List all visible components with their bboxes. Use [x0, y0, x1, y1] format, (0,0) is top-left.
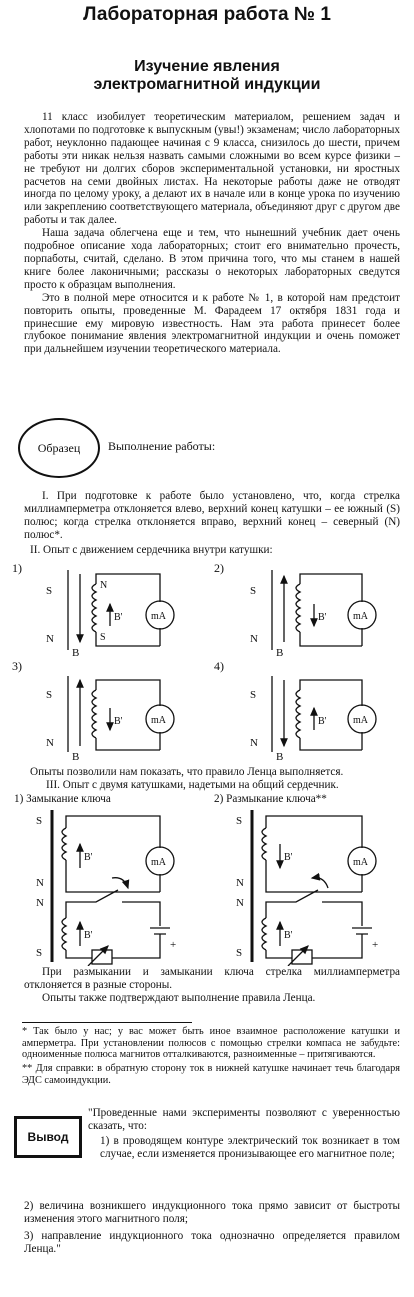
diagram-1: 1) S N B N S mA B'	[12, 561, 175, 659]
svg-text:B': B'	[114, 612, 123, 623]
intro-text: 11 класс изобилует теоретическим материа…	[24, 111, 400, 356]
svg-text:+: +	[170, 939, 176, 951]
conclusion-quote: "Проведенные нами эксперименты позволяют…	[88, 1107, 400, 1132]
close-key-circuit: S N N S mA B' B' +	[36, 810, 176, 966]
conclusion-item-3: 3) направление индукционного тока однозн…	[24, 1230, 400, 1255]
svg-text:S: S	[46, 689, 52, 701]
svg-text:mA: mA	[353, 857, 369, 868]
page-title: Лабораторная работа № 1	[83, 4, 331, 25]
diagram-4: 4) S N B mA B'	[214, 659, 377, 763]
step2-conclusion: Опыты позволили нам показать, что правил…	[30, 766, 344, 778]
svg-text:+: +	[372, 939, 378, 951]
svg-text:B': B'	[318, 612, 327, 623]
footnote-2: ** Для справки: в обратную сторону ток в…	[22, 1063, 400, 1086]
sample-label: Образец	[37, 440, 81, 455]
svg-text:B': B'	[318, 716, 327, 727]
step3-results: При размыкании и замыкании ключа стрелка…	[24, 966, 400, 1005]
intro-paragraph-3: Это в полной мере относится и к работе №…	[24, 291, 400, 356]
svg-text:S: S	[236, 947, 242, 959]
conclusion-item-2: 2) величина возникшего индукционного ток…	[24, 1200, 400, 1225]
svg-text:B: B	[72, 751, 79, 763]
svg-text:3): 3)	[12, 659, 22, 673]
sample-oval: Образец	[18, 418, 100, 478]
svg-text:B': B'	[284, 930, 293, 941]
svg-text:S: S	[100, 632, 106, 643]
diagram-3: 3) S N B mA B'	[12, 659, 175, 763]
close-key-label: 1) Замыкание ключа	[14, 793, 111, 805]
step1-text: I. При подготовке к работе было установл…	[24, 490, 400, 542]
svg-text:B': B'	[284, 852, 293, 863]
svg-text:N: N	[46, 737, 54, 749]
svg-text:S: S	[250, 689, 256, 701]
step3-result-2: Опыты также подтверждают выполнение прав…	[42, 991, 316, 1004]
conclusion-label: Вывод	[27, 1130, 69, 1144]
svg-text:B': B'	[84, 930, 93, 941]
svg-text:N: N	[250, 633, 258, 645]
conclusion-box: Вывод	[14, 1116, 82, 1158]
svg-text:B: B	[72, 647, 79, 659]
conclusion-item-1: 1) в проводящем контуре электрический то…	[100, 1135, 400, 1160]
svg-text:B': B'	[114, 716, 123, 727]
footnote-divider	[22, 1022, 192, 1023]
diagram-number: 1)	[12, 561, 22, 575]
svg-text:N: N	[236, 877, 244, 889]
svg-text:mA: mA	[353, 611, 369, 622]
footnote-1: * Так было у нас; у вас может быть иное …	[22, 1026, 400, 1061]
svg-text:S: S	[46, 585, 52, 597]
intro-paragraph-2: Наша задача облегчена еще и тем, что нын…	[24, 227, 400, 291]
svg-text:N: N	[250, 737, 258, 749]
open-key-label: 2) Размыкание ключа**	[214, 793, 327, 805]
coil-experiments-diagram: 1) S N B N S mA B' 2) S N B mA B'	[12, 561, 377, 763]
svg-text:4): 4)	[214, 659, 224, 673]
svg-text:B: B	[276, 751, 283, 763]
svg-text:2): 2)	[214, 561, 224, 575]
page-subtitle: Изучение явления электромагнитной индукц…	[93, 58, 321, 93]
svg-text:S: S	[36, 947, 42, 959]
open-key-circuit: S N N S mA B' B' +	[236, 810, 378, 966]
svg-text:mA: mA	[151, 857, 167, 868]
svg-text:mA: mA	[353, 715, 369, 726]
svg-text:S: S	[36, 815, 42, 827]
execution-heading: Выполнение работы:	[108, 439, 216, 453]
svg-text:N: N	[100, 580, 107, 591]
svg-text:B: B	[276, 647, 283, 659]
diagram-2: 2) S N B mA B'	[214, 561, 377, 659]
svg-text:N: N	[46, 633, 54, 645]
svg-text:N: N	[236, 897, 244, 909]
svg-text:N: N	[36, 897, 44, 909]
step3-result-1: При размыкании и замыкании ключа стрелка…	[24, 966, 400, 991]
intro-paragraph-1: 11 класс изобилует теоретическим материа…	[24, 111, 400, 227]
step1-paragraph: I. При подготовке к работе было установл…	[24, 490, 400, 541]
two-coil-diagram: S N N S mA B' B' + S N N S	[36, 810, 378, 966]
svg-text:mA: mA	[151, 611, 167, 622]
step3-heading: III. Опыт с двумя катушками, надетыми на…	[46, 779, 339, 791]
svg-text:N: N	[36, 877, 44, 889]
svg-text:mA: mA	[151, 715, 167, 726]
svg-text:S: S	[250, 585, 256, 597]
svg-text:B': B'	[84, 852, 93, 863]
step2-heading: II. Опыт с движением сердечника внутри к…	[30, 544, 273, 556]
svg-text:S: S	[236, 815, 242, 827]
